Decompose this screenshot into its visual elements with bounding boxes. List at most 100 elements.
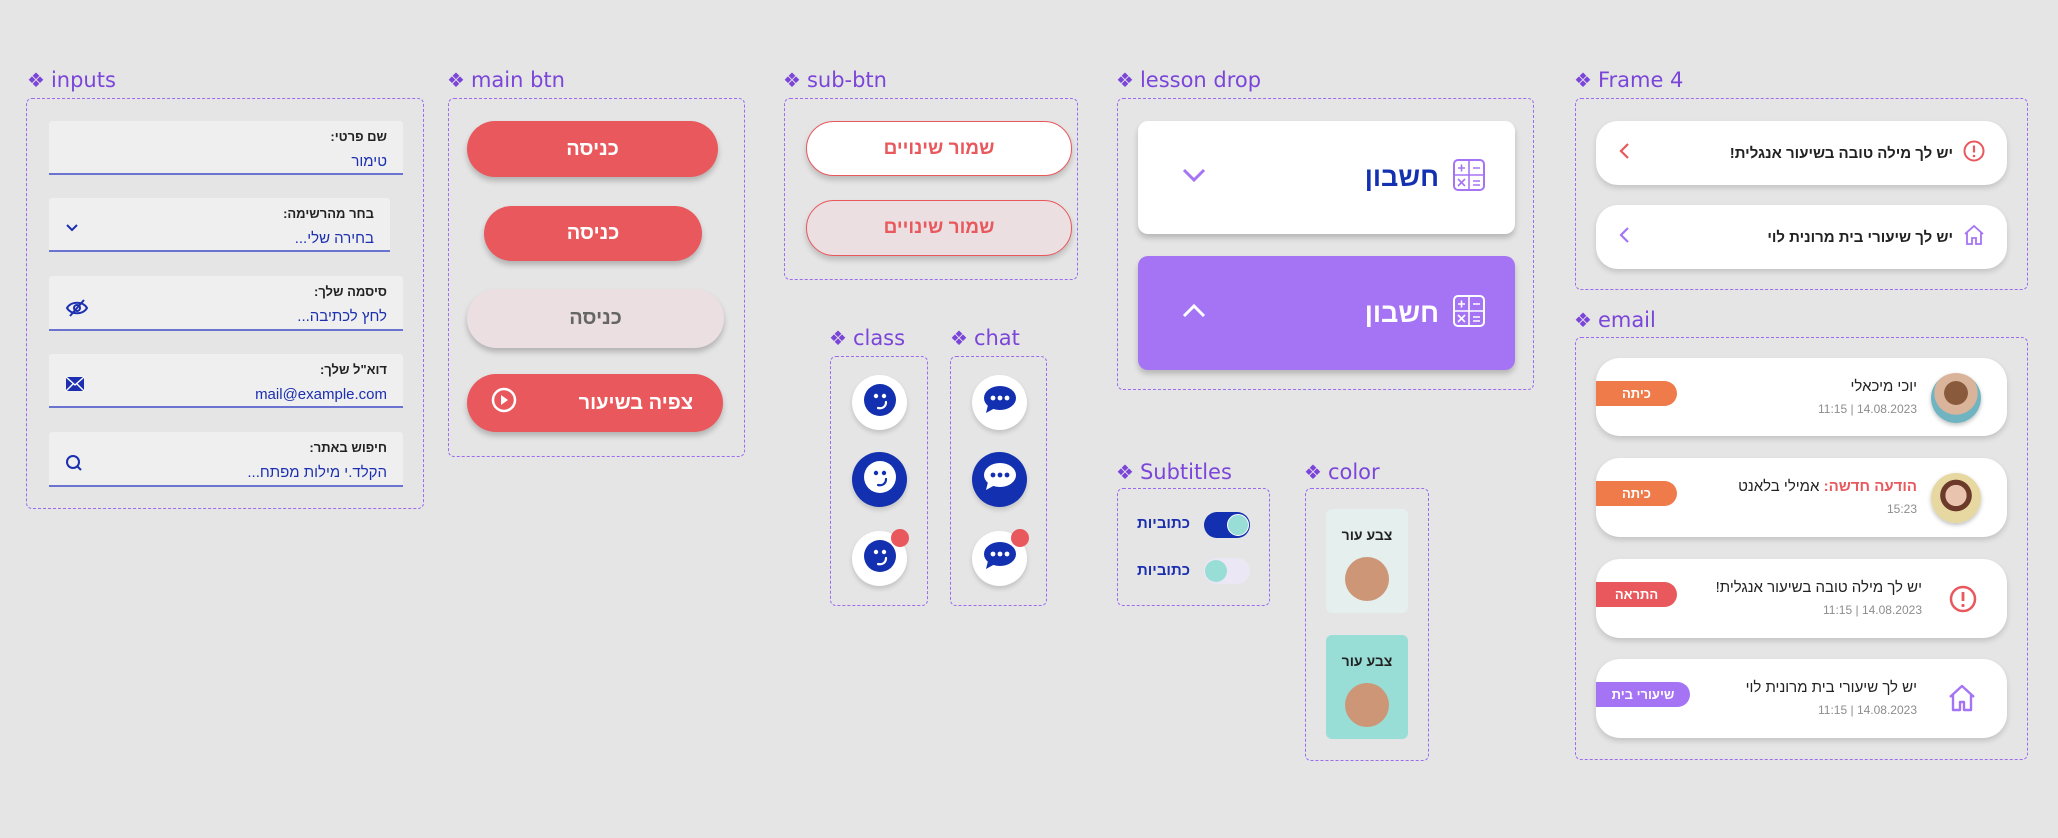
chevron-left-icon[interactable] (1618, 226, 1630, 249)
avatar (1931, 373, 1981, 423)
save-changes-button-hover[interactable]: שמור שינויים (806, 200, 1072, 256)
mail-icon (65, 376, 85, 397)
button-label: כניסה (569, 307, 622, 329)
class-frame (830, 356, 928, 606)
chevron-down-icon[interactable] (65, 220, 79, 238)
list-select-field[interactable]: בחר מהרשימה: בחירה שלי... (49, 198, 390, 252)
email-item[interactable]: יש לך מילה טובה בשיעור אנגלית! 11:15 | 1… (1596, 559, 2007, 638)
email-item[interactable]: יוכי מיכאלי 11:15 | 14.08.2023 כיתה (1596, 358, 2007, 436)
field-label: סיסמה שלך: (314, 284, 387, 299)
lesson-drop-frame (1117, 98, 1534, 390)
enter-button-disabled[interactable]: כניסה (467, 289, 724, 348)
component-icon: ❖ (829, 326, 847, 350)
field-label: דוא"ל שלך: (319, 362, 387, 377)
email-time: 15:23 (1886, 502, 1917, 516)
home-icon (1947, 683, 1977, 718)
class-button[interactable] (852, 375, 907, 430)
chat-bubble-icon (983, 462, 1017, 497)
title-text: Subtitles (1139, 460, 1232, 484)
component-icon: ❖ (447, 68, 465, 92)
email-item[interactable]: הודעה חדשה: אמילי בלאנט 15:23 כיתה (1596, 458, 2007, 537)
email-time: 11:15 | 14.08.2023 (1818, 402, 1917, 416)
sub-btn-frame (784, 98, 1078, 280)
title-text: Frame 4 (1597, 68, 1684, 92)
class-button-active[interactable] (852, 452, 907, 507)
smile-icon (863, 384, 896, 421)
skin-color-option[interactable]: צבע עור (1326, 509, 1408, 613)
alert-icon (1949, 585, 1977, 618)
component-icon: ❖ (950, 326, 968, 350)
title-text: email (1597, 308, 1656, 332)
email-item[interactable]: יש לך שיעורי בית מרונית לוי 11:15 | 14.0… (1596, 659, 2007, 738)
inputs-frame (26, 98, 424, 509)
skin-color-option-selected[interactable]: צבע עור (1326, 635, 1408, 739)
site-search-field[interactable]: חיפוש באתר: הקלד.י מילות מפתח... (49, 432, 403, 487)
class-button-notification[interactable] (852, 529, 909, 586)
title-text: main btn (470, 68, 565, 92)
field-value: mail@example.com (255, 386, 387, 403)
field-label: שם פרטי: (330, 129, 387, 144)
first-name-field[interactable]: שם פרטי: טימור (49, 121, 403, 175)
eye-off-icon[interactable] (65, 298, 89, 323)
section-title-inputs: ❖inputs (27, 68, 116, 92)
section-title-sub-btn: ❖sub-btn (783, 68, 887, 92)
component-icon: ❖ (27, 68, 45, 92)
field-value: טימור (351, 153, 387, 170)
chat-frame (950, 356, 1047, 606)
smile-icon (863, 540, 896, 577)
field-value: בחירה שלי... (294, 230, 374, 247)
button-label: שמור שינויים (883, 137, 995, 159)
chat-bubble-icon (983, 385, 1017, 420)
frame4-frame (1575, 98, 2028, 290)
email-title: יוכי מיכאלי (1850, 378, 1917, 395)
category-badge: שיעורי בית (1596, 682, 1690, 707)
notification-good-word[interactable]: יש לך מילה טובה בשיעור אנגלית! (1596, 121, 2007, 185)
email-prefix: הודעה חדשה: (1823, 478, 1917, 495)
notification-homework[interactable]: יש לך שיעורי בית מרונית לוי (1596, 205, 2007, 269)
subtitles-toggle-on[interactable] (1204, 512, 1250, 538)
title-text: color (1327, 460, 1380, 484)
section-title-color: ❖color (1304, 460, 1380, 484)
alert-icon (1963, 140, 1985, 167)
subtitles-toggle-off[interactable] (1204, 558, 1250, 584)
category-badge: התראה (1596, 582, 1677, 607)
enter-button-large[interactable]: כניסה (467, 121, 718, 177)
chat-button-notification[interactable] (972, 529, 1029, 586)
avatar (1931, 473, 1981, 523)
field-value: לחץ לכתיבה... (297, 308, 387, 325)
search-icon[interactable] (65, 454, 83, 477)
email-field[interactable]: דוא"ל שלך: mail@example.com (49, 354, 403, 408)
calculator-icon (1453, 294, 1485, 332)
chat-button[interactable] (972, 375, 1027, 430)
lesson-dropdown-expanded[interactable]: חשבון (1138, 256, 1515, 370)
component-icon: ❖ (1574, 308, 1592, 332)
component-icon: ❖ (783, 68, 801, 92)
lesson-dropdown-collapsed[interactable]: חשבון (1138, 121, 1515, 234)
chevron-left-icon[interactable] (1618, 142, 1630, 165)
toggle-knob (1205, 560, 1227, 582)
chat-button-active[interactable] (972, 452, 1027, 507)
notification-dot (891, 529, 909, 547)
category-badge: כיתה (1596, 381, 1677, 406)
button-label: שמור שינויים (883, 217, 995, 238)
save-changes-button[interactable]: שמור שינויים (806, 121, 1072, 176)
section-title-subtitles: ❖Subtitles (1116, 460, 1232, 484)
notification-text: יש לך שיעורי בית מרונית לוי (1767, 228, 1953, 246)
enter-button-small[interactable]: כניסה (484, 206, 702, 261)
component-icon: ❖ (1116, 460, 1134, 484)
chat-bubble-icon (983, 541, 1017, 576)
button-label: כניסה (566, 137, 619, 160)
section-title-lesson-drop: ❖lesson drop (1116, 68, 1261, 92)
title-text: inputs (50, 68, 116, 92)
chevron-up-icon[interactable] (1182, 303, 1206, 324)
title-text: lesson drop (1139, 68, 1262, 92)
smile-icon (863, 461, 896, 498)
email-frame (1575, 337, 2028, 760)
watch-lesson-button[interactable]: צפיה בשיעור (467, 374, 723, 432)
chevron-down-icon[interactable] (1182, 167, 1206, 188)
email-time: 11:15 | 14.08.2023 (1818, 703, 1917, 717)
color-swatch (1345, 683, 1389, 727)
password-field[interactable]: סיסמה שלך: לחץ לכתיבה... (49, 276, 403, 331)
main-btn-frame (448, 98, 745, 457)
button-label: כניסה (566, 222, 620, 244)
